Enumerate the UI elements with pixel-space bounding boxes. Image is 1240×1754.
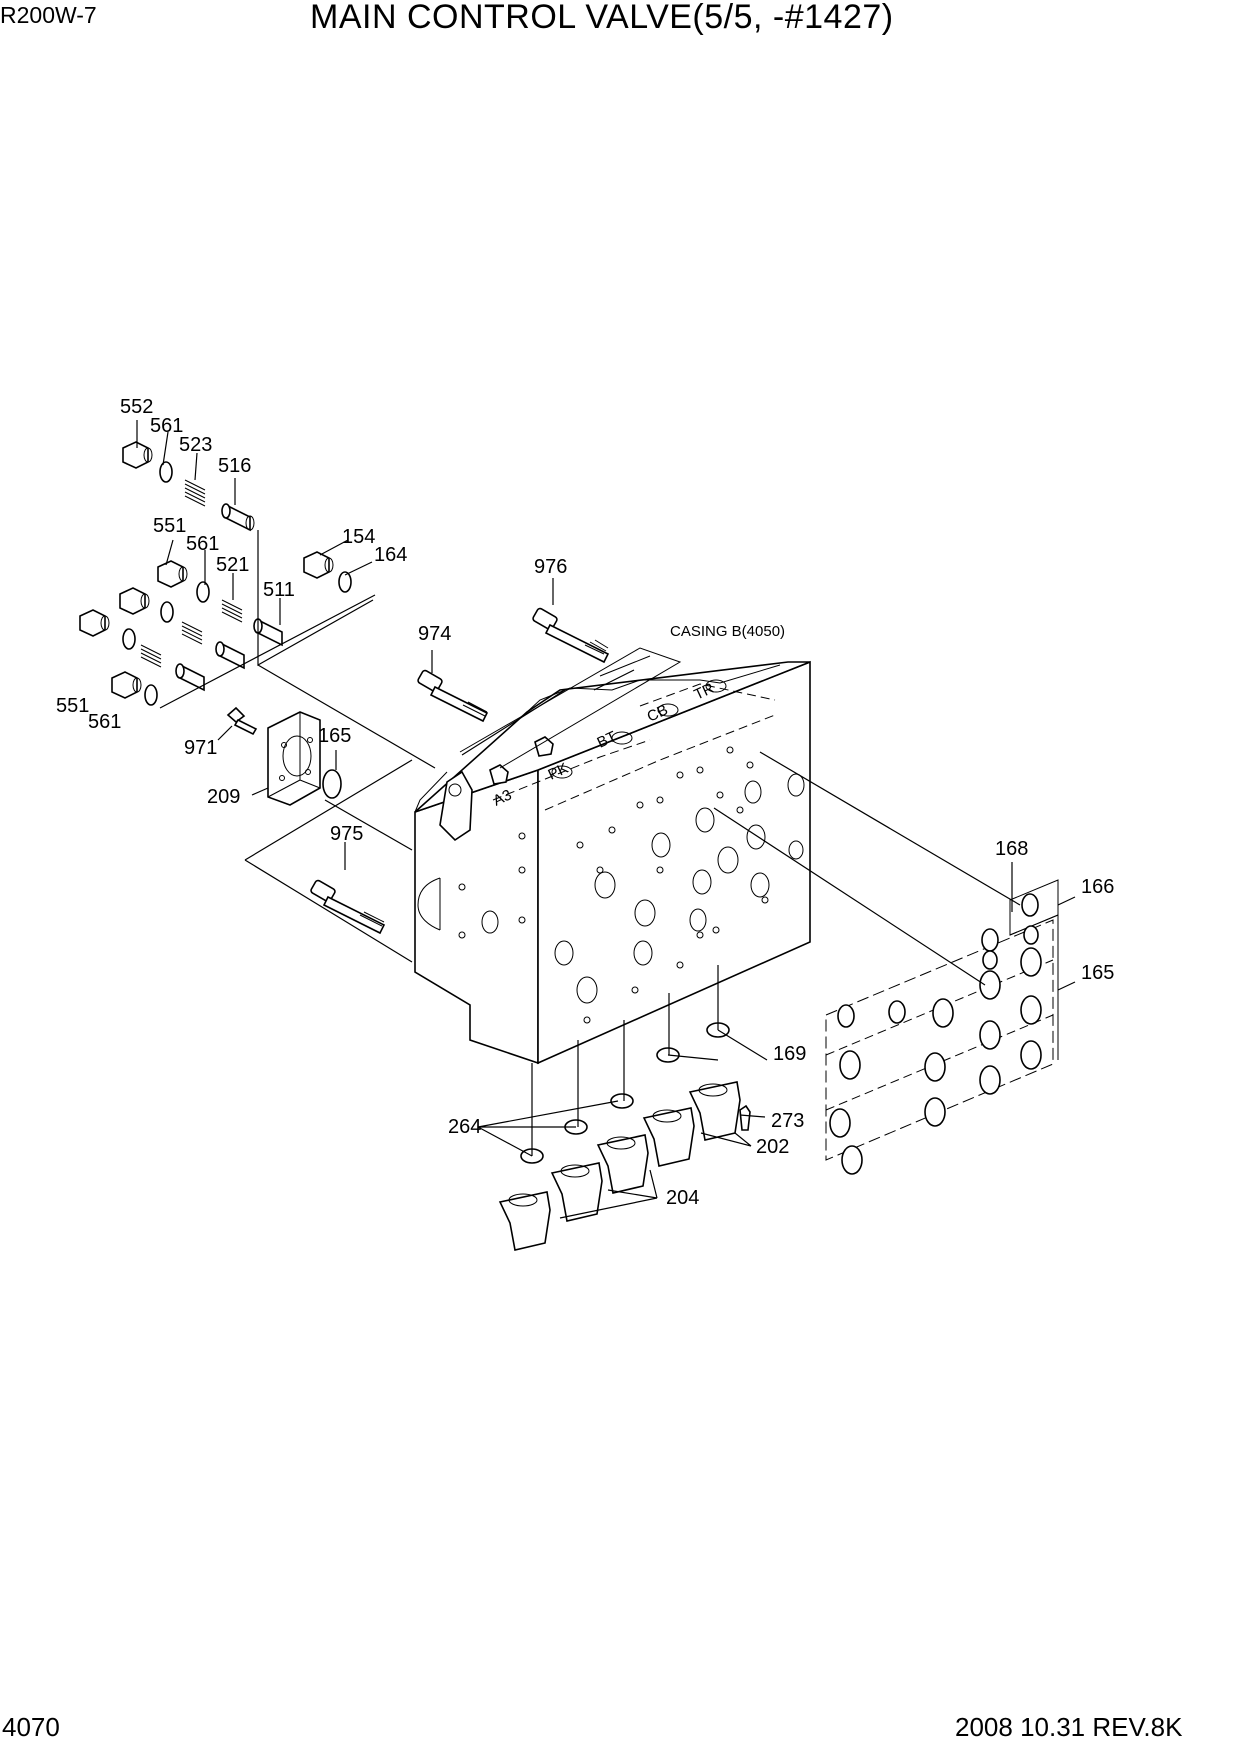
callout-209: 209 xyxy=(207,786,240,808)
revision-date: 2008 10.31 REV.8K xyxy=(955,1712,1183,1742)
port-label-a3: A3 xyxy=(491,786,515,809)
callout-976: 976 xyxy=(534,556,567,578)
page-number: 4070 xyxy=(2,1712,60,1742)
callout-165-a: 165 xyxy=(318,725,351,747)
flange-209 xyxy=(267,711,321,806)
callout-202: 202 xyxy=(756,1136,789,1158)
callout-523: 523 xyxy=(179,434,212,456)
callout-166: 166 xyxy=(1081,876,1114,898)
callout-169: 169 xyxy=(773,1043,806,1065)
bolt-976 xyxy=(532,607,610,664)
callout-516: 516 xyxy=(218,455,251,477)
callout-154: 154 xyxy=(342,526,375,548)
callout-511: 511 xyxy=(263,579,295,601)
bottom-flanges xyxy=(498,1022,751,1251)
bolt-975 xyxy=(310,879,386,935)
bolt-971 xyxy=(226,706,258,736)
callout-561-b: 561 xyxy=(186,533,219,555)
callout-971: 971 xyxy=(184,737,217,759)
callout-168: 168 xyxy=(995,838,1028,860)
port-label-pk: PK xyxy=(546,760,571,784)
bolt-974 xyxy=(417,669,489,723)
callout-273: 273 xyxy=(771,1110,804,1132)
valve-block: A3 PK BT CB TR xyxy=(414,660,811,1065)
callout-974: 974 xyxy=(418,623,451,645)
port-label-tr: TR xyxy=(692,680,717,704)
callout-551-a: 551 xyxy=(153,515,186,537)
callout-264: 264 xyxy=(448,1116,481,1138)
callout-975: 975 xyxy=(330,823,363,845)
gasket-plates xyxy=(825,879,1059,1175)
casing-label: CASING B(4050) xyxy=(670,623,785,640)
callout-551-b: 551 xyxy=(56,695,89,717)
model-code: R200W-7 xyxy=(0,2,97,28)
page-title: MAIN CONTROL VALVE(5/5, -#1427) xyxy=(310,0,894,36)
callout-552: 552 xyxy=(120,396,153,418)
callout-561-c: 561 xyxy=(88,711,121,733)
callout-165-b: 165 xyxy=(1081,962,1114,984)
plug-group xyxy=(79,441,352,706)
callout-521: 521 xyxy=(216,554,249,576)
callout-164: 164 xyxy=(374,544,407,566)
callout-561-a: 561 xyxy=(150,415,183,437)
port-label-bt: BT xyxy=(595,728,620,752)
o-ring-165-left xyxy=(322,769,342,799)
callout-204: 204 xyxy=(666,1187,699,1209)
